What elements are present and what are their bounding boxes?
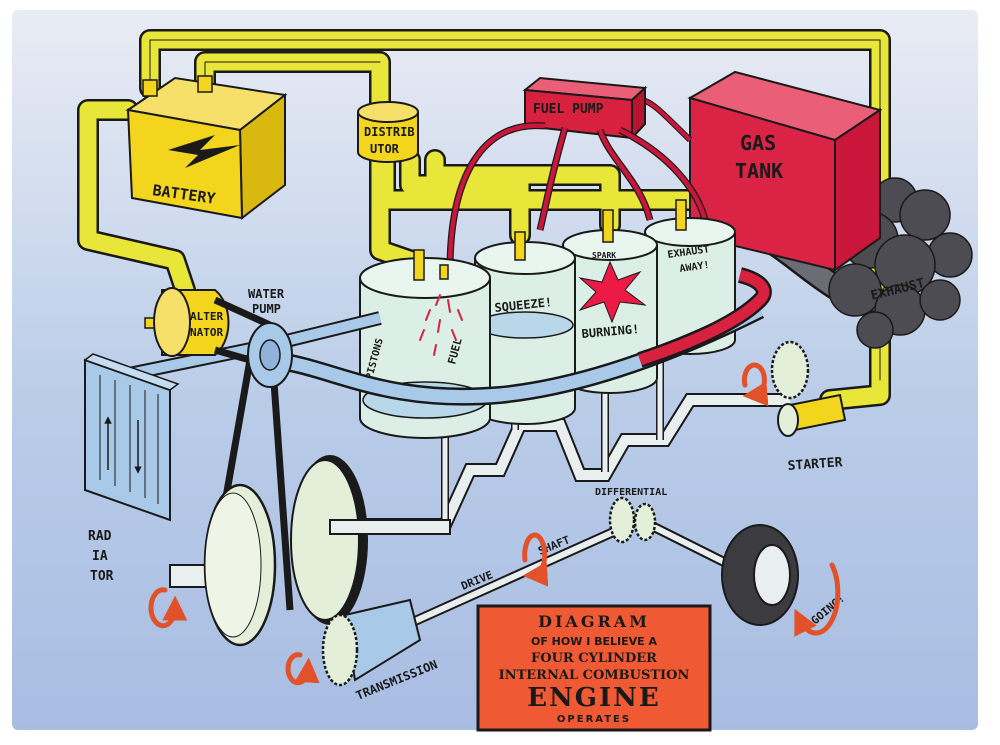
title-line4: INTERNAL COMBUSTION [499,668,690,683]
spark-burst-icon [578,260,647,324]
squeeze-label: SQUEEZE! [494,295,553,315]
differential-label: DIFFERENTIAL [595,487,667,498]
water-pump-label-line1: WATER [248,287,285,301]
radiator: RAD IA TOR [83,353,180,584]
title-line6: OPERATES [557,714,631,725]
fuel-pump-label: FUEL PUMP [533,102,604,117]
distributor: DISTRIB UTOR [357,101,419,163]
title-line2: OF HOW I BELIEVE A [531,635,658,648]
water-pump: WATER PUMP [247,287,293,388]
title-line3: FOUR CYLINDER [531,651,657,666]
water-pump-label-line2: PUMP [252,302,281,316]
starter: STARTER [770,340,847,474]
starter-label: STARTER [787,455,843,474]
distributor-label-line2: UTOR [370,142,400,156]
alternator-label-line1: ALTER [190,310,223,323]
fuel-lines [446,122,709,271]
radiator-label-line3: TOR [90,569,114,584]
radiator-label-line1: RAD [88,529,112,544]
radiator-label-line2: IA [92,549,108,564]
spark-label: SPARK [592,251,616,260]
battery: BATTERY [125,75,288,220]
fuel-spray [419,294,463,356]
burning-label: BURNING! [581,322,640,341]
flywheel-assembly [169,455,451,647]
differential [608,496,636,544]
alternator: ALTER NATOR [144,287,230,357]
title-line1: DIAGRAM [538,612,650,631]
distributor-label-line1: DISTRIB [364,125,415,139]
gas-tank-label-line2: TANK [735,159,783,183]
alternator-label-line2: NATOR [190,326,223,339]
fuel-pump: FUEL PUMP [522,76,648,141]
lightning-bolt-icon [168,135,240,168]
cylinder-1: PISTONS FUEL [359,249,491,439]
exhaust-away-label-line2: AWAY! [679,260,710,275]
rotation-arrows [148,362,841,686]
cylinder-4: EXHAUST AWAY! [644,199,736,355]
gas-tank-label-line1: GAS [740,131,776,155]
title-line5: ENGINE [527,683,661,713]
title-box: DIAGRAM OF HOW I BELIEVE A FOUR CYLINDER… [476,604,712,732]
